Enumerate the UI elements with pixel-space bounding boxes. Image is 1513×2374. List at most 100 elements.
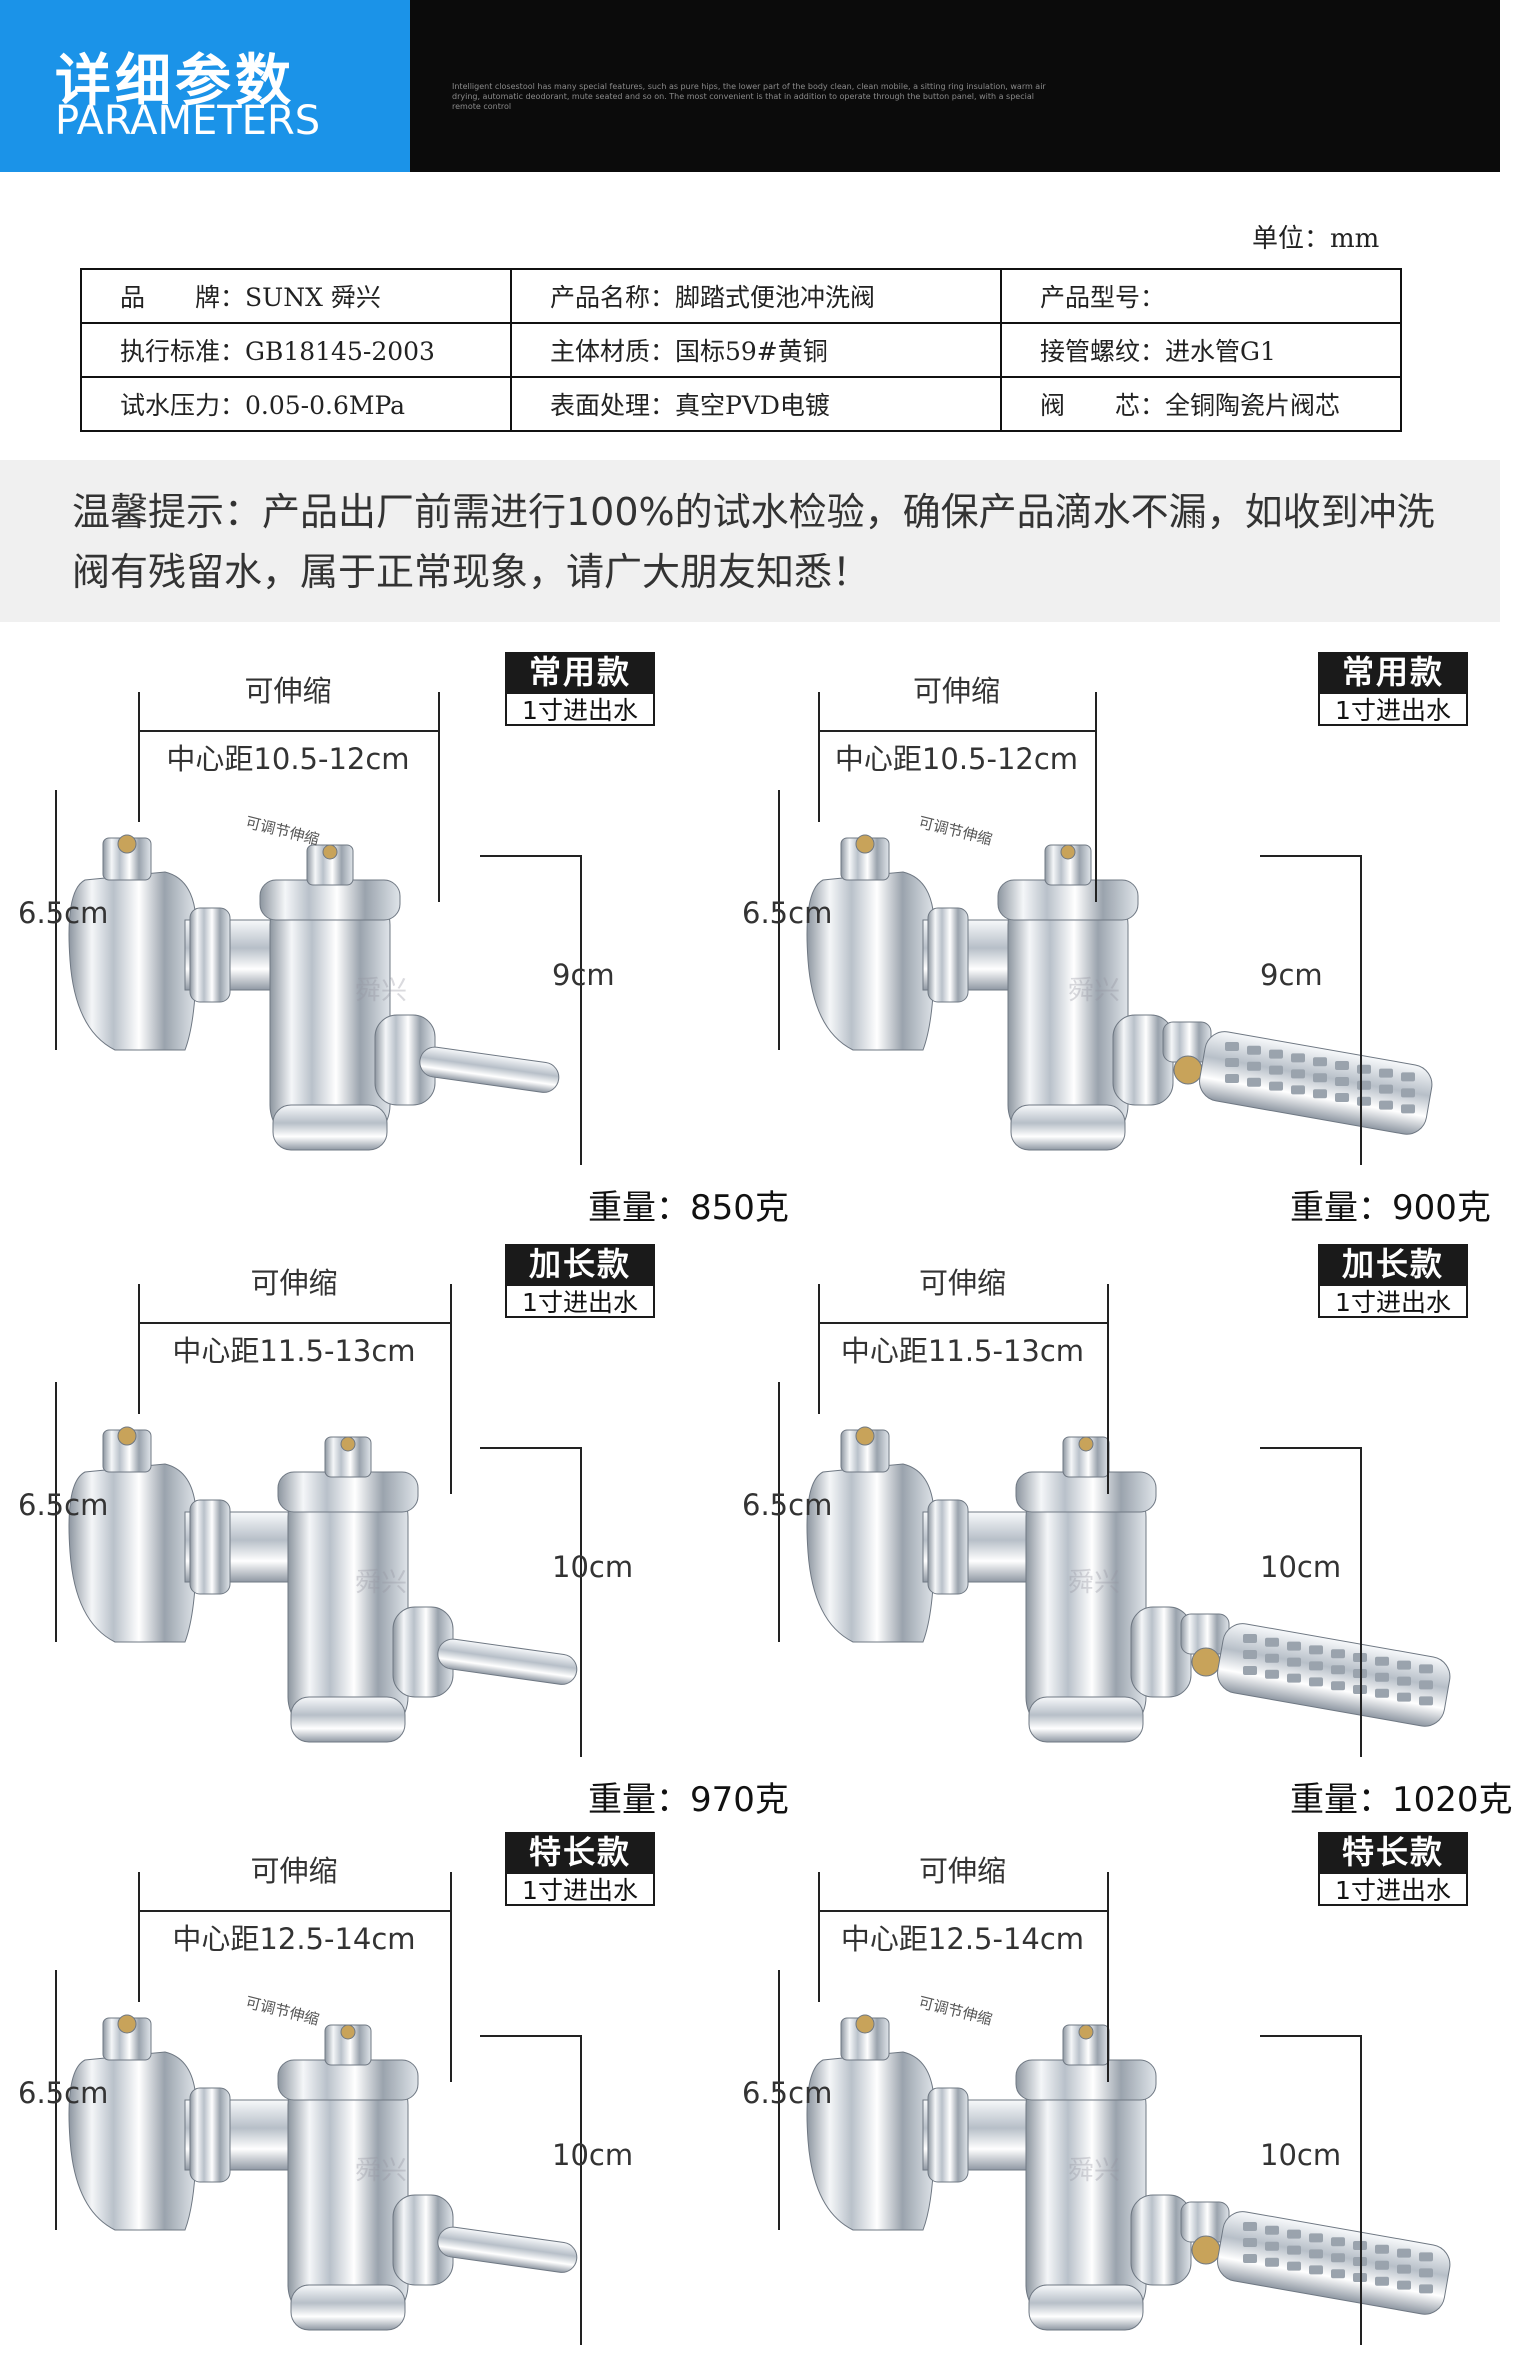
inlet-badge: 1寸进出水 [505,1872,655,1906]
depth-line [580,2035,582,2345]
dimension-tick [1095,692,1097,902]
spec-table: 品 牌：SUNX 舜兴 产品名称：脚踏式便池冲洗阀 产品型号： 执行标准：GB1… [80,268,1402,432]
brand-watermark: 舜兴 [355,976,408,1006]
center-distance-label: 中心距10.5-12cm [834,742,1079,776]
center-distance-line [138,730,438,732]
spec-brand: 品 牌：SUNX 舜兴 [80,268,512,324]
height-line [55,1382,57,1642]
height-line [778,1970,780,2230]
model-badge: 特长款 [505,1832,655,1872]
stretchable-label: 可伸缩 [918,1854,1006,1888]
brand-watermark: 舜兴 [1068,1568,1121,1598]
depth-guide [1260,855,1360,857]
height-line [55,1970,57,2230]
valve-illustration [25,760,725,1190]
spec-standard: 执行标准：GB18145-2003 [80,322,512,378]
dimension-tick [818,1872,820,2002]
depth-line [1360,1447,1362,1757]
banner-title-cn: 详细参数 [55,49,295,114]
inlet-badge: 1寸进出水 [1318,1284,1468,1318]
dimension-tick [1107,1872,1109,2082]
height-line [55,790,57,1050]
flush-valve-image [68,2014,578,2331]
flush-valve-image [806,2014,1451,2331]
dimension-tick [138,1872,140,2002]
height-label: 6.5cm [18,2076,109,2110]
brand-watermark: 舜兴 [1068,2156,1121,2186]
banner-description: Intelligent closestool has many special … [452,82,1046,111]
model-badge: 特长款 [1318,1832,1468,1872]
center-distance-line [138,1910,450,1912]
header-banner: 详细参数 PARAMETERS Intelligent closestool h… [0,0,1500,172]
height-line [778,790,780,1050]
height-label: 6.5cm [18,896,109,930]
weight-label: 重量：900克 [1290,1188,1491,1228]
depth-label: 9cm [552,958,615,992]
height-label: 6.5cm [742,896,833,930]
center-distance-line [818,1322,1107,1324]
model-badge: 加长款 [1318,1244,1468,1284]
model-badge: 常用款 [1318,652,1468,692]
depth-line [580,855,582,1165]
center-distance-label: 中心距12.5-14cm [840,1922,1085,1956]
dimension-tick [138,692,140,822]
dimension-tick [138,1284,140,1414]
dimension-tick [1107,1284,1109,1494]
depth-guide [480,855,580,857]
spec-row: 品 牌：SUNX 舜兴 产品名称：脚踏式便池冲洗阀 产品型号： [80,268,1402,324]
stretchable-label: 可伸缩 [912,674,1000,708]
spec-pressure: 试水压力：0.05-0.6MPa [80,376,512,432]
center-distance-label: 中心距12.5-14cm [172,1922,416,1956]
center-distance-line [138,1322,450,1324]
flush-valve-image [806,1426,1451,1743]
spec-product-name: 产品名称：脚踏式便池冲洗阀 [510,268,1002,324]
inlet-badge: 1寸进出水 [1318,692,1468,726]
center-distance-label: 中心距11.5-13cm [840,1334,1085,1368]
center-distance-label: 中心距11.5-13cm [172,1334,416,1368]
dimension-tick [438,692,440,902]
inlet-badge: 1寸进出水 [1318,1872,1468,1906]
notice-box: 温馨提示：产品出厂前需进行100%的试水检验，确保产品滴水不漏，如收到冲洗阀有残… [0,460,1500,622]
flush-valve-image [68,834,560,1151]
stretchable-label: 可伸缩 [244,674,332,708]
brand-watermark: 舜兴 [355,1568,408,1598]
brand-watermark: 舜兴 [1068,976,1121,1006]
spec-thread: 接管螺纹：进水管G1 [1000,322,1402,378]
depth-guide [1260,1447,1360,1449]
flush-valve-image [68,1426,578,1743]
center-distance-line [818,1910,1107,1912]
spec-finish: 表面处理：真空PVD电镀 [510,376,1002,432]
spec-row: 执行标准：GB18145-2003 主体材质：国标59#黄铜 接管螺纹：进水管G… [80,322,1402,378]
valve-illustration [763,1940,1463,2370]
model-badge: 加长款 [505,1244,655,1284]
inlet-badge: 1寸进出水 [505,1284,655,1318]
depth-label: 10cm [1260,1550,1342,1584]
spec-model: 产品型号： [1000,268,1402,324]
inlet-badge: 1寸进出水 [505,692,655,726]
valve-illustration [25,1352,725,1782]
center-distance-line [818,730,1095,732]
depth-line [1360,855,1362,1165]
flush-valve-image [806,834,1433,1151]
spec-row: 试水压力：0.05-0.6MPa 表面处理：真空PVD电镀 阀 芯：全铜陶瓷片阀… [80,376,1402,432]
dimension-tick [450,1872,452,2082]
height-label: 6.5cm [742,1488,833,1522]
valve-illustration [763,1352,1463,1782]
weight-label: 重量：1020克 [1290,1780,1513,1820]
depth-guide [480,1447,580,1449]
height-label: 6.5cm [742,2076,833,2110]
depth-line [580,1447,582,1757]
stretchable-label: 可伸缩 [250,1854,338,1888]
height-line [778,1382,780,1642]
banner-title-block [0,0,410,172]
weight-label: 重量：850克 [588,1188,789,1228]
depth-label: 10cm [1260,2138,1342,2172]
model-badge: 常用款 [505,652,655,692]
spec-core: 阀 芯：全铜陶瓷片阀芯 [1000,376,1402,432]
depth-guide [1260,2035,1360,2037]
